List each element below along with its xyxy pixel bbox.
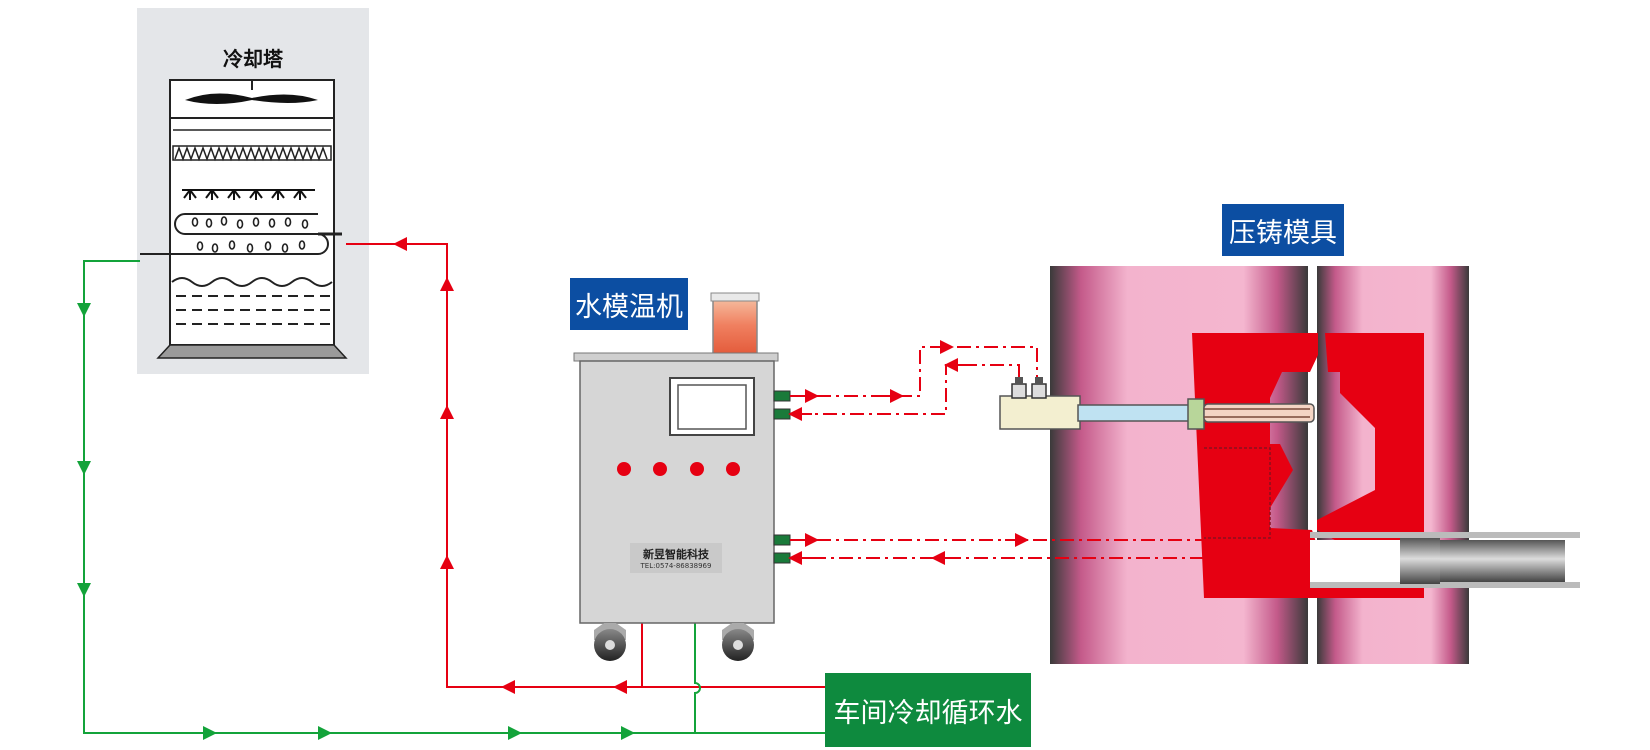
mold-line-arrows: [788, 340, 1029, 565]
brand-plate: 新昱智能科技 TEL:0574-86838969: [630, 543, 722, 573]
caster-wheels: [594, 623, 754, 661]
sprinkler-icons: [182, 189, 315, 200]
die-casting-mold: [999, 266, 1580, 664]
die-casting-mold-label: 压铸模具: [1222, 204, 1344, 256]
mold-temperature-machine: [573, 292, 791, 661]
fan-icon: [185, 93, 318, 104]
cooling-tower: [137, 8, 369, 374]
water-drops: [191, 216, 309, 253]
green-supply-line: [77, 260, 825, 740]
cooling-tower-label: 冷却塔: [223, 46, 283, 71]
brand-tel: TEL:0574-86838969: [640, 562, 712, 570]
cooling-coil: [140, 213, 329, 255]
indicator-lights: [617, 462, 740, 476]
alarm-lamp-icon: [712, 294, 758, 356]
workshop-cooling-water-label: 车间冷却循环水: [825, 673, 1031, 747]
brand-name: 新昱智能科技: [643, 548, 709, 561]
red-return-line: [346, 237, 825, 694]
mold-temperature-machine-label: 水模温机: [570, 278, 688, 330]
water-ports: [773, 390, 791, 564]
